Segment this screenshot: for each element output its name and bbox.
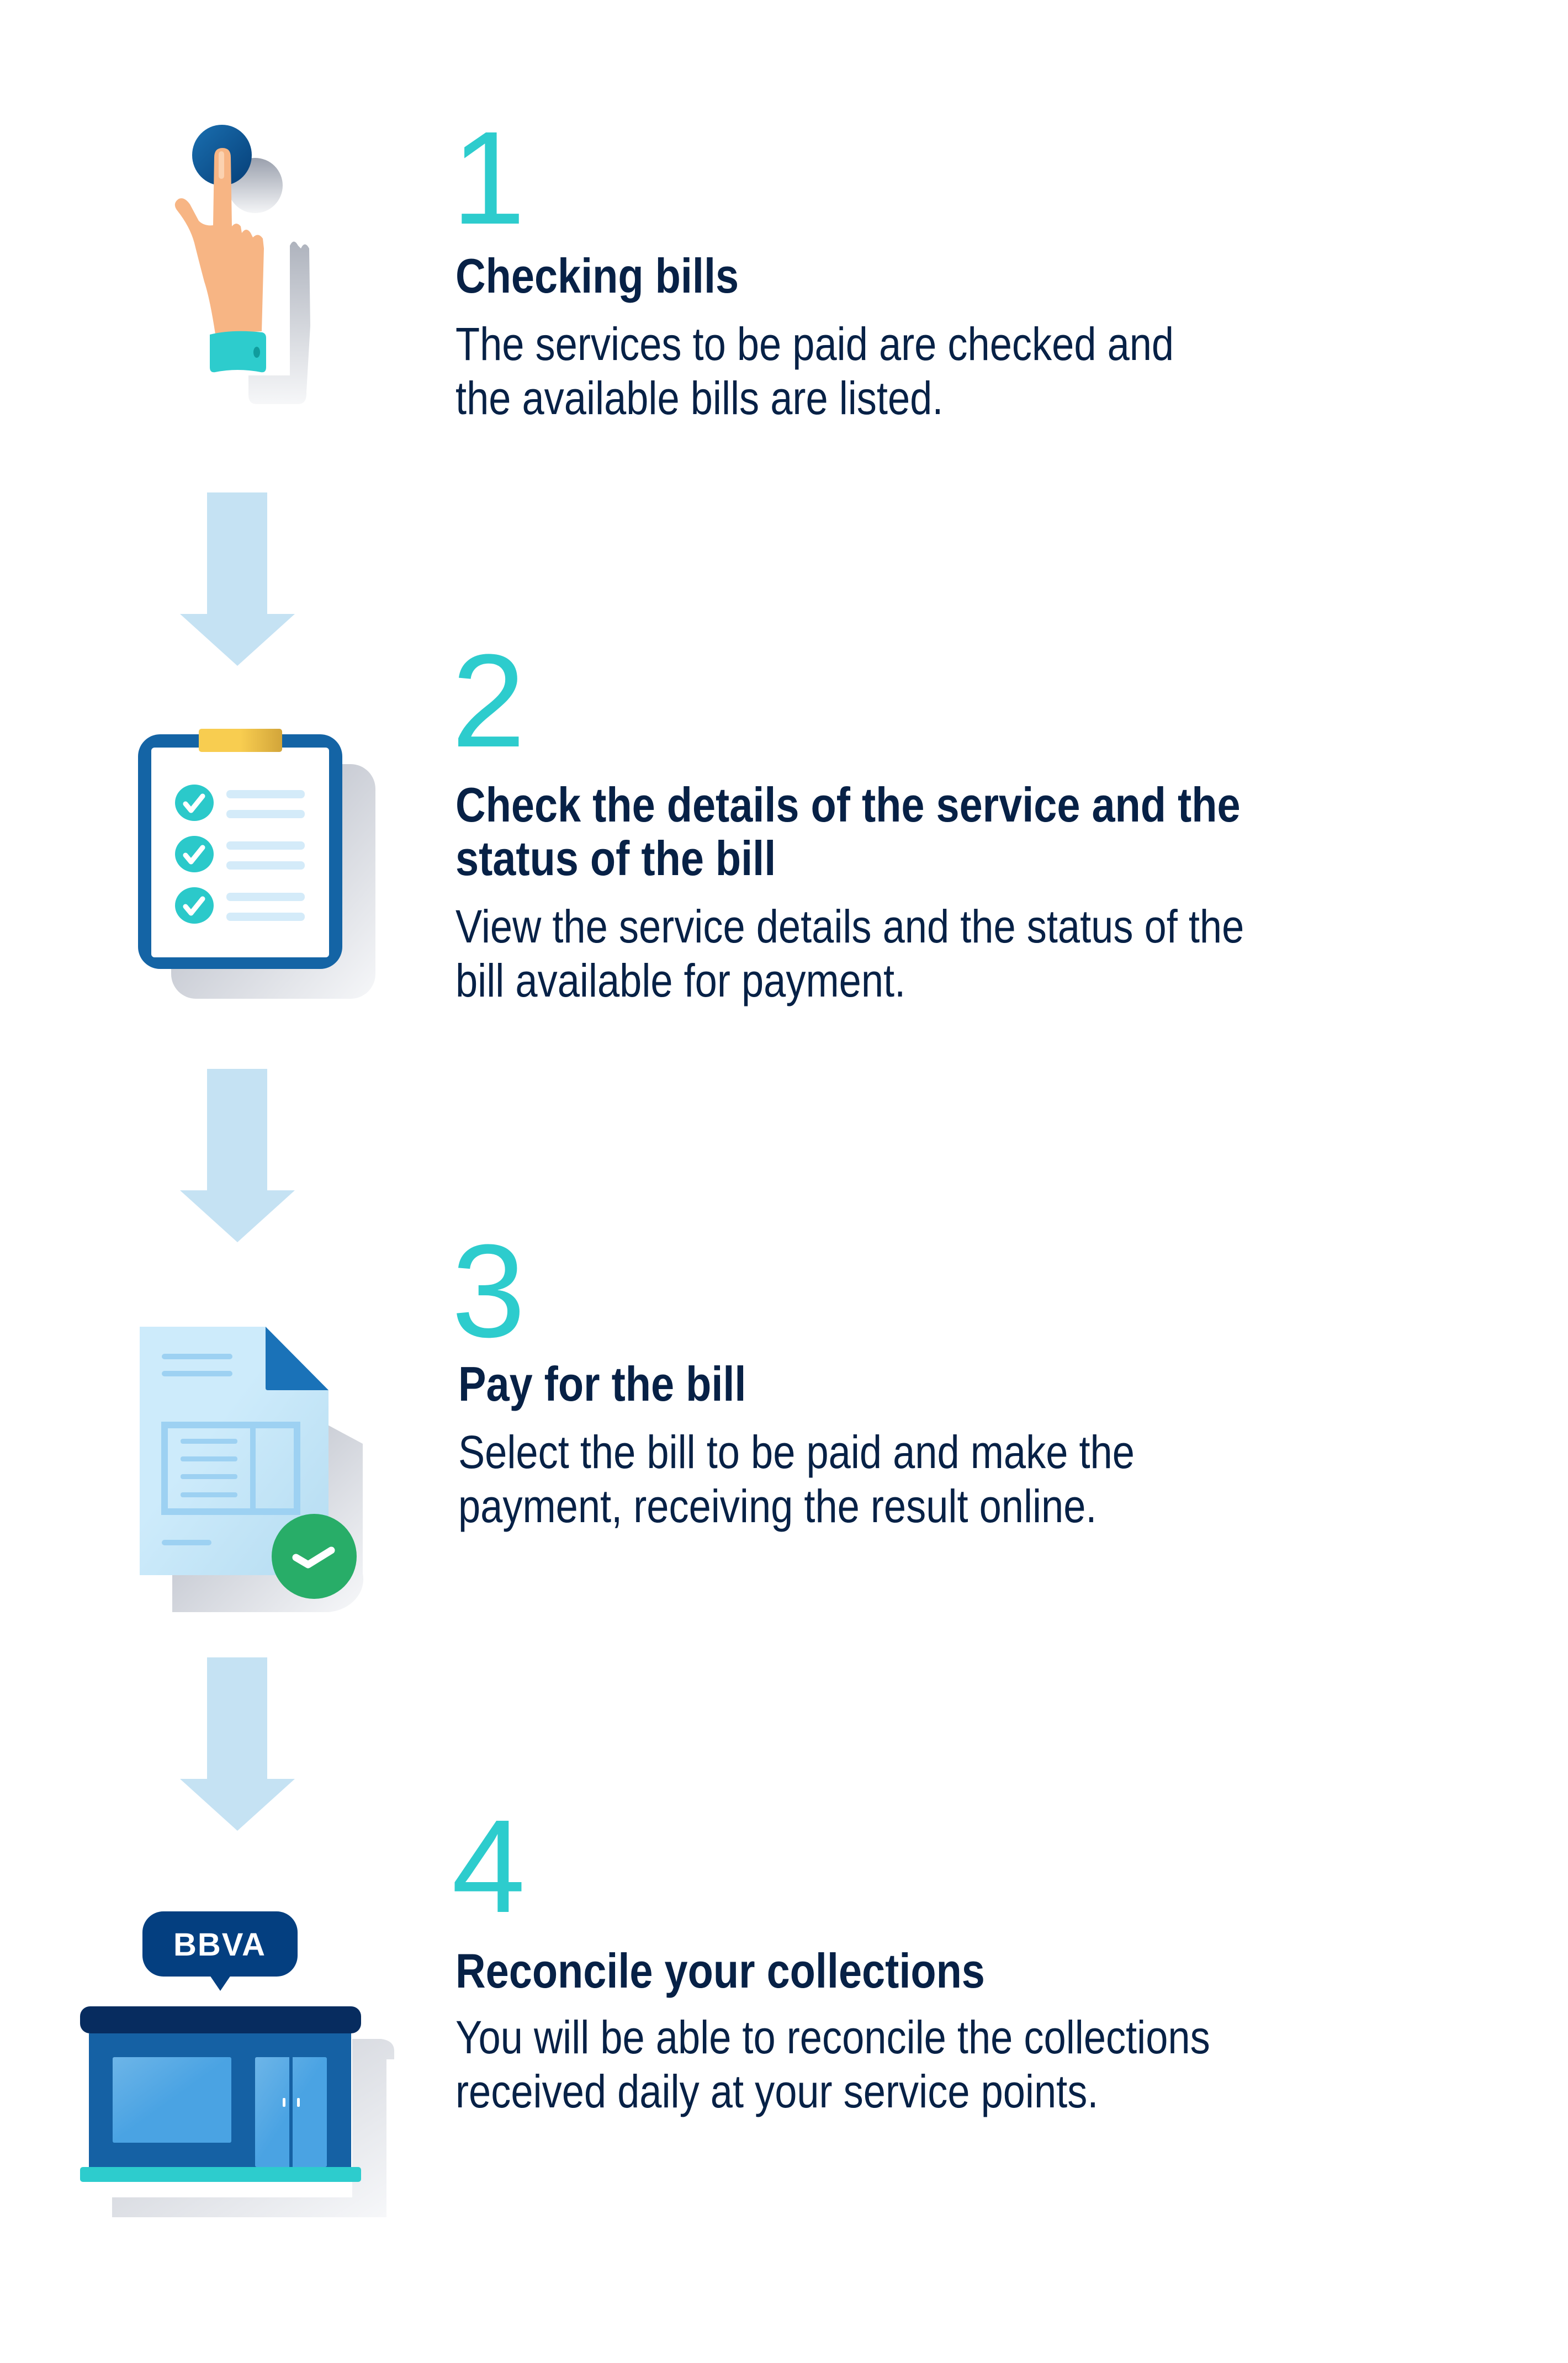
step-description-line: The services to be paid are checked and bbox=[455, 318, 1174, 370]
step-title-line: Reconcile your collections bbox=[455, 1943, 985, 1998]
clipboard-checklist-icon bbox=[127, 712, 381, 1021]
bbva-branch-store-icon: BBVA bbox=[77, 1899, 398, 2219]
step-description: View the service details and the status … bbox=[455, 899, 1244, 1008]
step-number: 3 bbox=[452, 1217, 526, 1365]
step-description-line: the available bills are listed. bbox=[455, 372, 944, 424]
step-1: 1 Checking bills The services to be paid… bbox=[0, 0, 1568, 442]
step-number: 1 bbox=[452, 104, 526, 252]
step-description: The services to be paid are checked and … bbox=[455, 317, 1174, 425]
step-description: You will be able to reconcile the collec… bbox=[455, 2010, 1210, 2118]
step-description: Select the bill to be paid and make the … bbox=[458, 1425, 1135, 1533]
step-title-line: Checking bills bbox=[455, 248, 739, 303]
down-arrow-icon bbox=[180, 492, 296, 669]
hand-pressing-button-icon bbox=[166, 116, 331, 409]
step-title: Check the details of the service and the… bbox=[455, 778, 1241, 885]
step-title: Pay for the bill bbox=[458, 1357, 746, 1411]
step-title-line: status of the bill bbox=[455, 831, 776, 886]
step-number: 2 bbox=[452, 627, 526, 775]
step-description-line: bill available for payment. bbox=[455, 955, 906, 1006]
step-title: Checking bills bbox=[455, 249, 739, 303]
down-arrow-icon bbox=[180, 1069, 296, 1246]
step-2: 2 Check the details of the service and t… bbox=[0, 607, 1568, 1049]
down-arrow-icon bbox=[180, 1657, 296, 1834]
step-4: BBVA 4 Reconcile your collections You wi… bbox=[0, 1789, 1568, 2286]
step-title: Reconcile your collections bbox=[455, 1944, 985, 1998]
step-description-line: View the service details and the status … bbox=[455, 900, 1244, 952]
bbva-logo-text: BBVA bbox=[173, 1927, 266, 1963]
step-title-line: Check the details of the service and the bbox=[455, 777, 1241, 832]
paid-document-icon bbox=[133, 1314, 386, 1634]
step-number: 4 bbox=[452, 1792, 526, 1940]
step-description-line: You will be able to reconcile the collec… bbox=[455, 2011, 1210, 2063]
step-description-line: Select the bill to be paid and make the bbox=[458, 1426, 1135, 1478]
step-3: 3 Pay for the bill Select the bill to be… bbox=[0, 1215, 1568, 1656]
step-description-line: payment, receiving the result online. bbox=[458, 1480, 1097, 1532]
step-description-line: received daily at your service points. bbox=[455, 2065, 1099, 2117]
step-title-line: Pay for the bill bbox=[458, 1357, 746, 1411]
